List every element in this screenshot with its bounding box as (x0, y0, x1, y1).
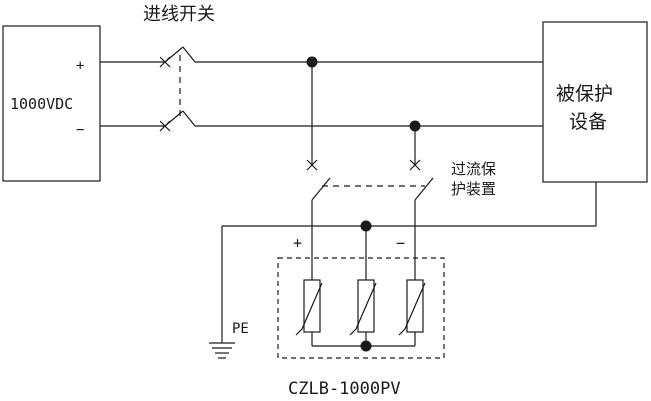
varistor-3 (398, 226, 426, 346)
pe-label: PE (232, 321, 249, 337)
product-model-label: CZLB-1000PV (288, 379, 401, 399)
source-minus-sign: − (76, 122, 84, 138)
source-label: 1000VDC (10, 95, 73, 113)
varistor-1 (295, 226, 323, 346)
spd-plus-sign: + (293, 234, 302, 252)
incoming-switch (159, 46, 196, 132)
protected-device-label-2: 设备 (569, 111, 607, 133)
source-plus-sign: + (76, 58, 84, 74)
overcurrent-label-1: 过流保 (451, 160, 496, 178)
protected-device-label-1: 被保护 (556, 83, 613, 105)
junction-dot-spd-bottom (360, 340, 372, 352)
spd-enclosure (277, 257, 445, 359)
pe-conductor (221, 182, 597, 343)
incoming-switch-label: 进线开关 (143, 4, 215, 25)
overcurrent-device (306, 159, 434, 226)
ground-symbol (209, 342, 235, 359)
junction-dot-positive (306, 56, 318, 68)
spd-minus-sign: − (396, 234, 405, 252)
dc-source-box (2, 25, 101, 182)
junction-dot-negative (409, 120, 421, 132)
junction-dot-spd-top (360, 220, 372, 232)
overcurrent-label-2: 护装置 (451, 180, 496, 198)
protected-device-box (542, 21, 648, 183)
varistor-2 (349, 226, 377, 346)
